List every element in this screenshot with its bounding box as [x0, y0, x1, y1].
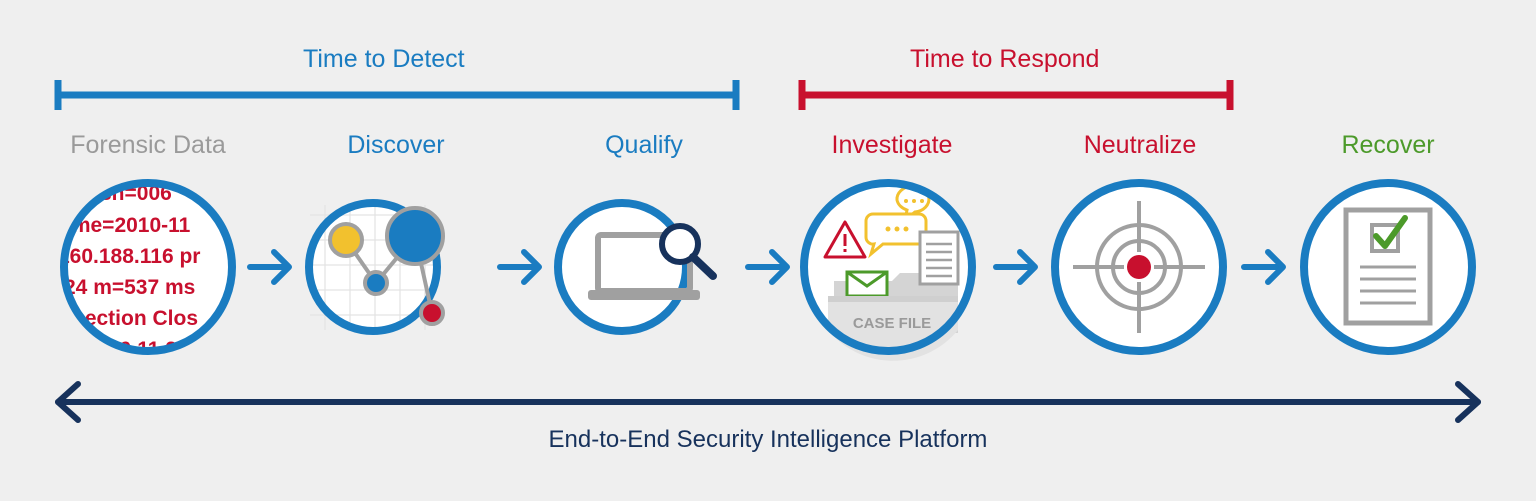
checkmark-icon [1373, 215, 1408, 249]
stage-label-recover: Recover [1341, 131, 1435, 159]
flow-arrow-icon [247, 249, 292, 285]
flow-arrow-icon [993, 249, 1038, 285]
forensic-line-5: nection Clos [72, 307, 198, 330]
case-file-label: CASE FILE [853, 315, 931, 332]
stage-label-qualify: Qualify [605, 131, 683, 159]
stage-label-discover: Discover [347, 131, 445, 159]
platform-label: End-to-End Security Intelligence Platfor… [548, 426, 988, 453]
forensic-line-2: ime=2010-11 [66, 214, 191, 237]
warning-icon [823, 220, 867, 259]
stage-label-investigate: Investigate [831, 131, 953, 159]
time-to-detect-bracket [54, 80, 740, 110]
forensic-data-icon: sh=006 ime=2010-11 160.188.116 pr 24 m=5… [58, 179, 236, 355]
laptop-magnifier-icon [554, 199, 717, 335]
time-to-respond-bracket [798, 80, 1234, 110]
forensic-line-3: 160.188.116 pr [58, 245, 200, 268]
target-crosshair-icon [1051, 179, 1227, 355]
flow-arrow-icon [1241, 249, 1286, 285]
network-graph-icon [305, 199, 445, 335]
document-icon [918, 230, 960, 286]
platform-double-arrow-icon [55, 381, 1481, 423]
envelope-icon [845, 270, 889, 298]
time-to-detect-label: Time to Detect [303, 45, 465, 73]
case-file-icon: CASE FILE [800, 179, 976, 361]
stage-label-forensic-data: Forensic Data [70, 131, 226, 159]
forensic-line-4: 24 m=537 ms [64, 276, 195, 299]
time-to-respond-label: Time to Respond [910, 45, 1100, 73]
flow-arrow-icon [745, 249, 790, 285]
checklist-document-icon [1300, 179, 1476, 355]
stage-label-neutralize: Neutralize [1083, 131, 1197, 159]
flow-arrow-icon [497, 249, 542, 285]
chat-bubble-icon [864, 212, 928, 259]
chat-bubble-icon [895, 184, 931, 224]
